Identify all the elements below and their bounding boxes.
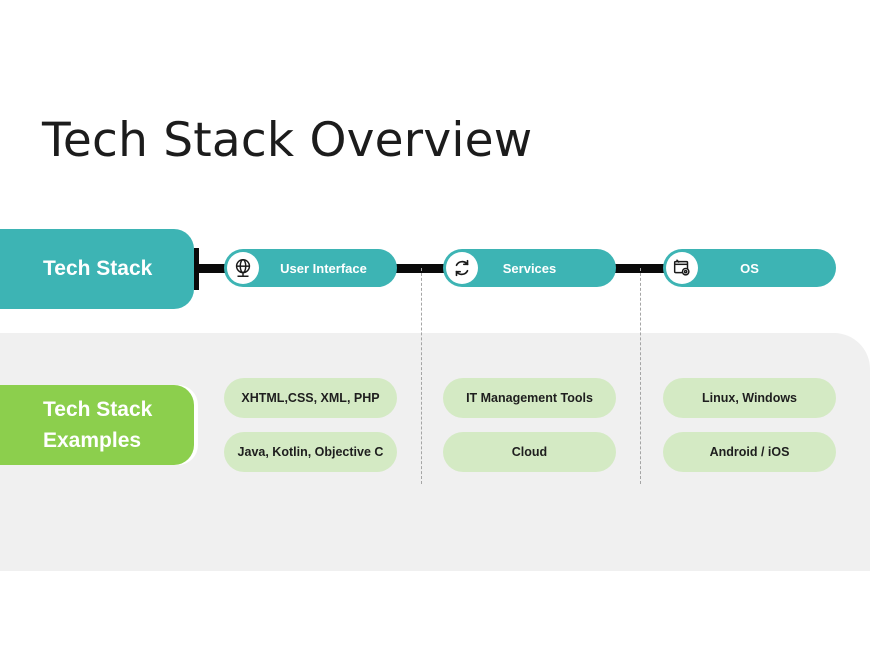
os-heading-label: OS	[740, 260, 759, 276]
example-item: IT Management Tools	[443, 378, 616, 418]
tech-stack-label-text: Tech Stack	[43, 257, 153, 280]
example-item-label: Android / iOS	[709, 445, 790, 459]
example-item-label: IT Management Tools	[466, 391, 593, 405]
tech-stack-examples-row-label: Tech Stack Examples	[0, 385, 194, 465]
connector-line-cap	[194, 248, 199, 290]
services-heading: Services	[443, 249, 616, 287]
slide-title: Tech Stack Overview	[42, 113, 533, 168]
examples-label-line2: Examples	[43, 429, 142, 452]
example-item: Linux, Windows	[663, 378, 836, 418]
example-item-label: Cloud	[511, 445, 548, 459]
services-heading-label: Services	[502, 260, 557, 276]
example-item-label: XHTML,CSS, XML, PHP	[241, 391, 380, 405]
example-item-label: Linux, Windows	[701, 391, 798, 405]
globe-icon	[227, 252, 259, 284]
column-divider	[421, 268, 422, 484]
window-settings-icon	[666, 252, 698, 284]
tech-stack-row-label: Tech Stack	[0, 229, 194, 309]
connector-line	[194, 264, 684, 273]
example-item-label: Java, Kotlin, Objective C	[237, 445, 384, 459]
example-item: Cloud	[443, 432, 616, 472]
example-item: Android / iOS	[663, 432, 836, 472]
example-item: Java, Kotlin, Objective C	[224, 432, 397, 472]
user-interface-heading-label: User Interface	[280, 260, 367, 276]
column-divider	[640, 268, 641, 484]
os-heading: OS	[663, 249, 836, 287]
examples-label-line1: Tech Stack	[43, 398, 153, 421]
example-item: XHTML,CSS, XML, PHP	[224, 378, 397, 418]
user-interface-heading: User Interface	[224, 249, 397, 287]
refresh-cycle-icon	[446, 252, 478, 284]
